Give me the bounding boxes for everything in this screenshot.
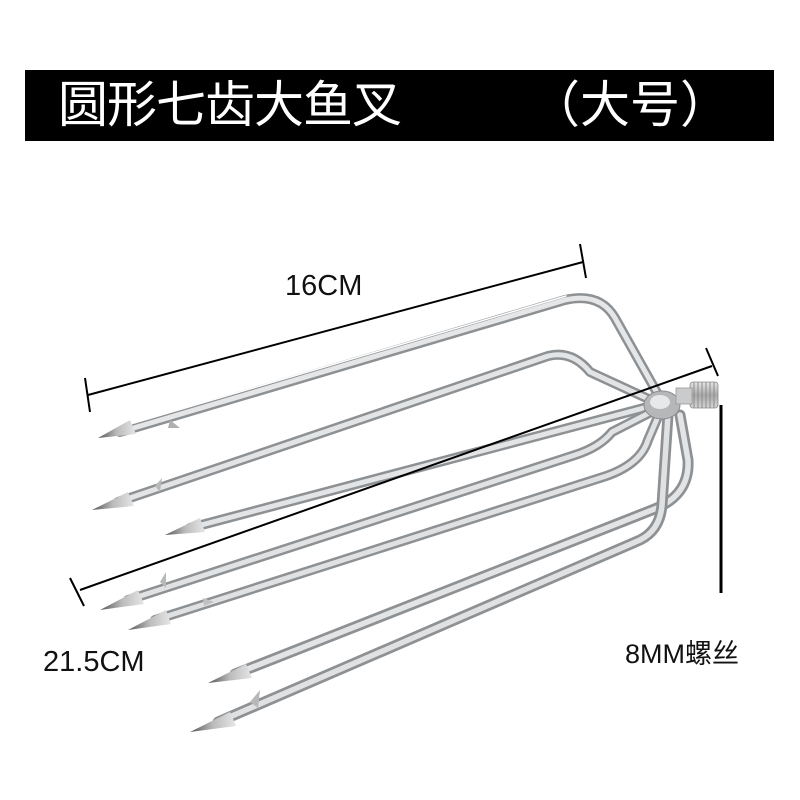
prong-2	[113, 349, 660, 507]
tip-5	[128, 598, 214, 630]
prong-1	[115, 293, 665, 437]
tip-6	[208, 664, 252, 683]
prong-7	[212, 409, 674, 728]
tip-1	[98, 420, 180, 438]
threaded-bolt	[675, 381, 719, 409]
width-dimension-line	[69, 347, 719, 607]
title-banner: 圆形七齿大鱼叉 （大号）	[25, 70, 774, 141]
prong-tips	[92, 420, 260, 732]
thread-label: 8MM螺丝	[625, 639, 739, 669]
prong-3	[185, 400, 660, 533]
size-tag: （大号）	[530, 76, 730, 134]
tip-7	[190, 690, 260, 732]
width-label: 21.5CM	[43, 646, 145, 678]
prong-6	[229, 409, 694, 680]
dimension-lines	[69, 243, 723, 607]
hub-assembly	[643, 381, 719, 420]
prong-shafts	[113, 293, 694, 728]
length-label: 16CM	[285, 270, 363, 302]
prong-4	[123, 405, 660, 605]
tip-4	[100, 572, 166, 610]
prong-5	[150, 407, 665, 625]
tip-3	[165, 518, 205, 535]
length-dimension-line	[84, 243, 587, 413]
tip-2	[92, 478, 162, 510]
product-title: 圆形七齿大鱼叉	[58, 76, 402, 134]
